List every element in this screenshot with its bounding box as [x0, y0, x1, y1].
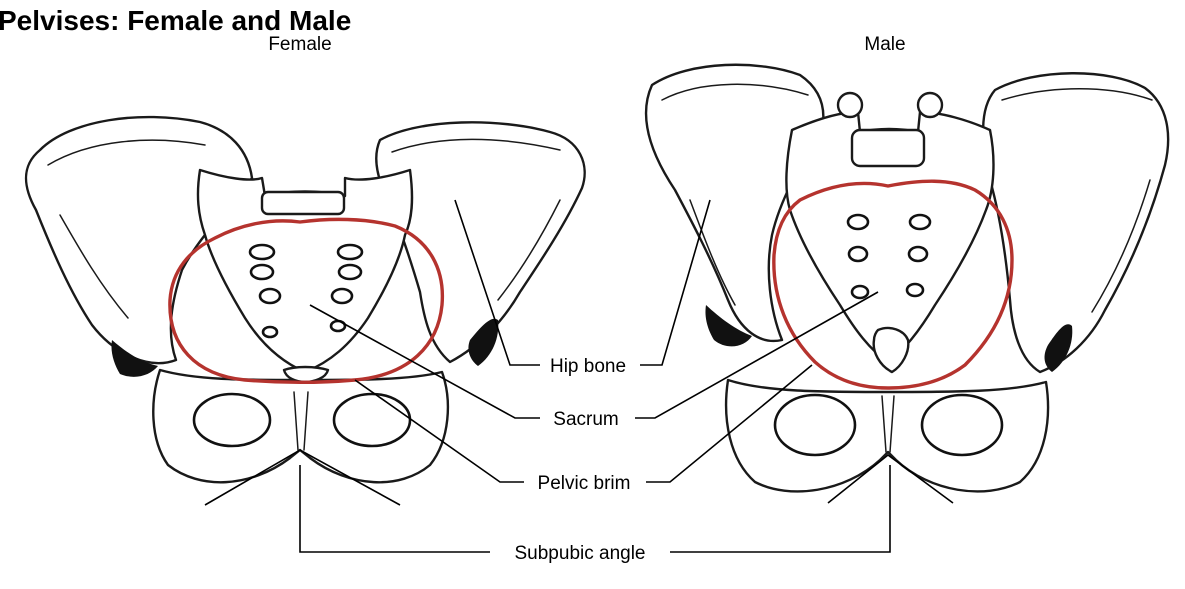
diagram-title: Pelvises: Female and Male — [0, 5, 351, 36]
sacrum-label: Sacrum — [553, 409, 618, 430]
subpubic-angle-label: Subpubic angle — [515, 543, 646, 564]
female-left-ilium — [24, 115, 254, 365]
male-right-ilium — [981, 72, 1170, 374]
male-panel-label: Male — [864, 34, 905, 55]
male-right-obturator-foramen — [920, 393, 1004, 457]
female-pelvis-illustration — [24, 115, 586, 484]
male-subpubic-angle-lines — [827, 453, 954, 504]
female-left-obturator-foramen — [192, 392, 272, 448]
sacrum-leader-male — [635, 291, 879, 419]
hip-bone-label: Hip bone — [550, 356, 626, 377]
male-coccyx — [872, 326, 910, 374]
leader-lines — [204, 199, 954, 553]
female-pelvic-brim-outline — [168, 217, 445, 384]
male-pelvic-brim-outline — [772, 179, 1014, 390]
male-pelvis-illustration — [644, 63, 1170, 493]
male-sacral-promontory — [850, 128, 926, 168]
female-subpubic-angle-lines — [204, 449, 401, 506]
pelvic-brim-leader-female — [354, 379, 524, 483]
female-coccyx — [282, 365, 330, 384]
female-panel-label: Female — [268, 34, 331, 55]
hip-bone-leader-female — [454, 199, 540, 366]
sacrum-leader-female — [309, 304, 540, 419]
pelvic-brim-leader-male — [646, 364, 813, 483]
female-right-ilium — [375, 121, 586, 364]
subpubic-angle-bracket-male — [670, 465, 891, 553]
male-left-obturator-foramen — [773, 393, 857, 457]
pelvic-brim-label: Pelvic brim — [538, 473, 631, 494]
female-sacral-promontory — [260, 190, 346, 216]
male-left-ilium — [644, 63, 825, 343]
female-right-obturator-foramen — [332, 392, 412, 448]
hip-bone-leader-male — [640, 199, 711, 366]
subpubic-angle-bracket-female — [299, 465, 490, 553]
